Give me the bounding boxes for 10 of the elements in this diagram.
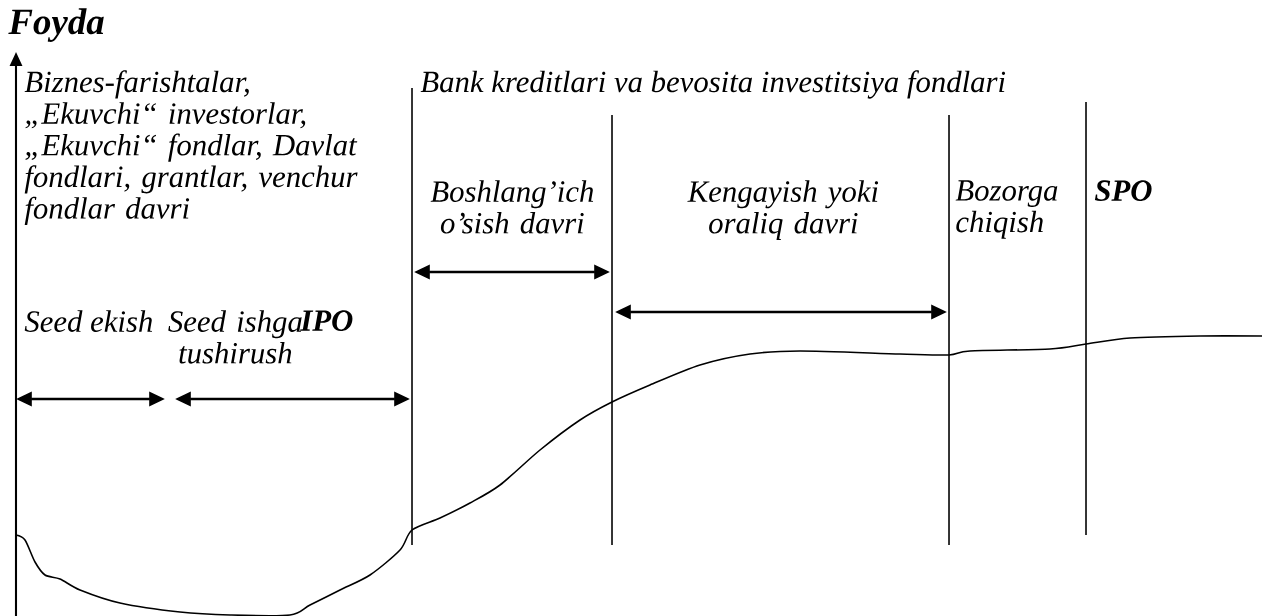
axis-label: Foyda [8, 8, 104, 42]
phase-label: Seed ishga tushirush [168, 310, 302, 364]
phase-label: Bozorga chiqish [955, 180, 1058, 239]
phase-label: Biznes-farishtalar, „Ekuvchi“ investorlar, „Ekuvchi“ fondlar, Davlat fondlari, grantlar, venchur fondlar davri [24, 70, 358, 226]
phase-label: Boshlang’ich o’sish davri [430, 180, 594, 234]
phase-label: Seed ekish [24, 310, 153, 332]
phase-label: Bank kreditlari va bevosita investitsiya fondlari [420, 70, 1006, 99]
phase-label: IPO [300, 310, 353, 331]
phase-label: SPO [1094, 180, 1152, 201]
phase-label: Kengayish yoki oraliq davri [687, 180, 879, 240]
